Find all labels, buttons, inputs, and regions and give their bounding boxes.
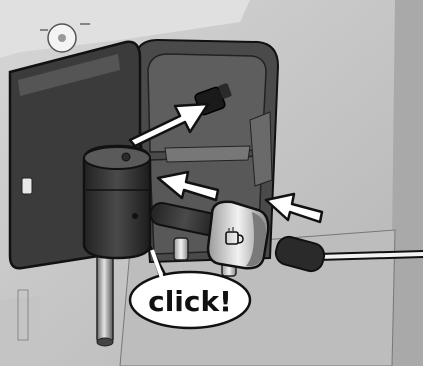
callout-text: click! <box>148 285 232 318</box>
door-latch <box>22 178 32 194</box>
